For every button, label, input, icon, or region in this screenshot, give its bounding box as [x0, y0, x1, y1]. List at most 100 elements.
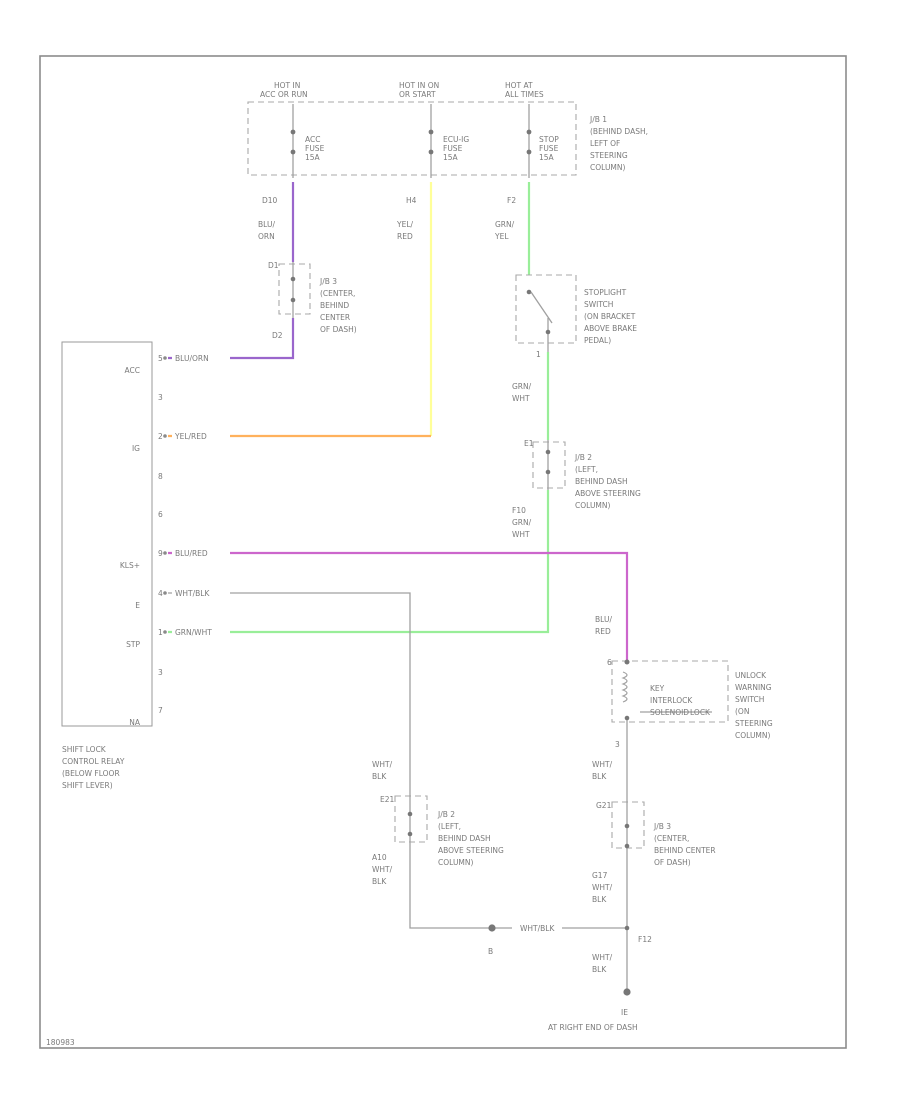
jb2-middle-dot-bottom [545, 469, 551, 475]
relay-label-2: CONTROL RELAY [62, 757, 125, 766]
label-wht-blk-e-1: WHT/ [592, 953, 613, 962]
label-wht-blk-b-1: A10 [372, 853, 387, 862]
fuse1-bottom-dot [290, 149, 296, 155]
jb2-lower-connector: E21 J/B 2 (LEFT, BEHIND DASH ABOVE STEER… [380, 794, 504, 867]
relay-wire-label: WHT/BLK [175, 589, 210, 598]
label-wht-blk-c-2: BLK [592, 772, 607, 781]
jb2-lower-dot-top [407, 811, 413, 817]
shift-lock-relay: 5ACCBLU/ORN32IGYEL/RED869KLS+BLU/RED4EWH… [61, 341, 230, 790]
fuse1-label-1: ACC [305, 135, 320, 144]
jb1-label-2: (BEHIND DASH, [590, 127, 648, 136]
relay-terminal-name: STP [126, 640, 140, 649]
jb3-lower-label-3: BEHIND CENTER [654, 846, 716, 855]
junction-label: F12 [638, 935, 652, 944]
label-wht-blk-d-3: BLK [592, 895, 607, 904]
fuse2-top-dot [428, 129, 434, 135]
jb2-lower-label-3: BEHIND DASH [438, 834, 491, 843]
jb3-upper-label-5: OF DASH) [320, 325, 357, 334]
fuse2-bottom-dot [428, 149, 434, 155]
jb2-middle-dot-top [545, 449, 551, 455]
jb2-middle-label-5: COLUMN) [575, 501, 611, 510]
label-wht-blk-c-1: WHT/ [592, 760, 613, 769]
jb3-upper-connector: D1 D2 J/B 3 (CENTER, BEHIND CENTER OF DA… [268, 261, 357, 340]
unlock-switch-pin-bottom: 3 [615, 740, 620, 749]
jb2-middle-label-1: J/B 2 [574, 453, 592, 462]
fuse1-top-dot [290, 129, 296, 135]
relay-terminal-name: E [135, 601, 140, 610]
label-grn-wht2-1: F10 [512, 506, 526, 515]
ground-section: B F12 IE AT RIGHT END OF DASH [488, 924, 652, 1032]
key-interlock-label-1: KEY [650, 684, 665, 693]
stoplight-label-1: STOPLIGHT [584, 288, 627, 297]
relay-terminal-number: 3 [158, 668, 163, 677]
jb1-label-5: COLUMN) [590, 163, 626, 172]
wire-labels: BLU/ ORN YEL/ RED GRN/ YEL GRN/ WHT F10 … [258, 220, 613, 974]
hot-label-1-line2: ACC OR RUN [260, 90, 308, 99]
wire-group [168, 182, 629, 990]
wire-wht-blk-down [409, 842, 492, 929]
stoplight-label-5: PEDAL) [584, 336, 611, 345]
wire-grn-wht-lower [168, 490, 550, 634]
jb1-label-1: J/B 1 [589, 115, 607, 124]
relay-wire-label-bg [172, 626, 230, 638]
jb2-lower-label-2: (LEFT, [438, 822, 461, 831]
hot-label-1-line1: HOT IN [274, 81, 300, 90]
relay-wire-label-bg [172, 547, 230, 559]
label-grn-yel-1: GRN/ [495, 220, 515, 229]
label-wht-blk-h-bg [512, 921, 562, 933]
label-wht-blk-d-1: G17 [592, 871, 608, 880]
jb3-upper-label-1: J/B 3 [319, 277, 337, 286]
fuse3-bottom-dot [526, 149, 532, 155]
relay-terminal-pin [163, 551, 167, 555]
unlock-side-label-2: WARNING [735, 683, 772, 692]
fuse3-top-dot [526, 129, 532, 135]
jb2-lower-label-1: J/B 2 [437, 810, 455, 819]
unlock-side-label-4: (ON [735, 707, 749, 716]
fuse3-label-2: FUSE [539, 144, 559, 153]
jb3-lower-pin: G21 [596, 801, 612, 810]
wire-blu-red [168, 551, 629, 660]
stoplight-outline [515, 274, 577, 344]
label-blu-red-2: RED [595, 627, 611, 636]
unlock-side-label-6: COLUMN) [735, 731, 771, 740]
unlock-switch-outline [611, 660, 729, 723]
solenoid-coil [621, 671, 628, 703]
fuse3-label-1: STOP [539, 135, 559, 144]
key-interlock-label-3: SOLENOID [650, 708, 689, 717]
jb1-outline [247, 101, 577, 176]
relay-wire-label: BLU/RED [175, 549, 208, 558]
label-blu-red-1: BLU/ [595, 615, 612, 624]
jb3-lower-label-4: OF DASH) [654, 858, 691, 867]
jb2-middle-label-4: ABOVE STEERING [575, 489, 641, 498]
relay-wire-label-bg [172, 430, 230, 442]
hot-label-3-line2: ALL TIMES [505, 90, 544, 99]
relay-terminal-number: 1 [158, 628, 163, 637]
jb3-upper-pin-top: D1 [268, 261, 279, 270]
jb3-upper-dot-bottom [290, 297, 296, 303]
label-yel-red-1: YEL/ [396, 220, 413, 229]
jb3-upper-label-3: BEHIND [320, 301, 349, 310]
jb1-pin-1: D10 [262, 196, 278, 205]
jb2-lower-label-5: COLUMN) [438, 858, 474, 867]
relay-label-1: SHIFT LOCK [62, 745, 107, 754]
label-wht-blk-d-2: WHT/ [592, 883, 613, 892]
label-grn-wht-2: WHT [512, 394, 530, 403]
label-wht-blk-e-2: BLK [592, 965, 607, 974]
jb3-upper-pin-bottom: D2 [272, 331, 283, 340]
fuse2-label-1: ECU-IG [443, 135, 469, 144]
relay-label-4: SHIFT LEVER) [62, 781, 113, 790]
relay-wire-label-bg [172, 352, 230, 364]
fuse2-label-3: 15A [443, 153, 459, 162]
unlock-switch-dot-top [624, 659, 630, 665]
hot-label-3-line1: HOT AT [505, 81, 533, 90]
diagram-frame [39, 55, 847, 1049]
relay-terminals: 5ACCBLU/ORN32IGYEL/RED869KLS+BLU/RED4EWH… [120, 352, 230, 727]
label-wht-blk-a-1: WHT/ [372, 760, 393, 769]
jb2-middle-outline [532, 441, 566, 489]
relay-terminal-number: 4 [158, 589, 163, 598]
jb3-lower-connector: G21 J/B 3 (CENTER, BEHIND CENTER OF DASH… [596, 800, 716, 867]
jb3-lower-dot-bottom [624, 843, 630, 849]
fuse1-label-2: FUSE [305, 144, 325, 153]
relay-wire-label: YEL/RED [174, 432, 207, 441]
